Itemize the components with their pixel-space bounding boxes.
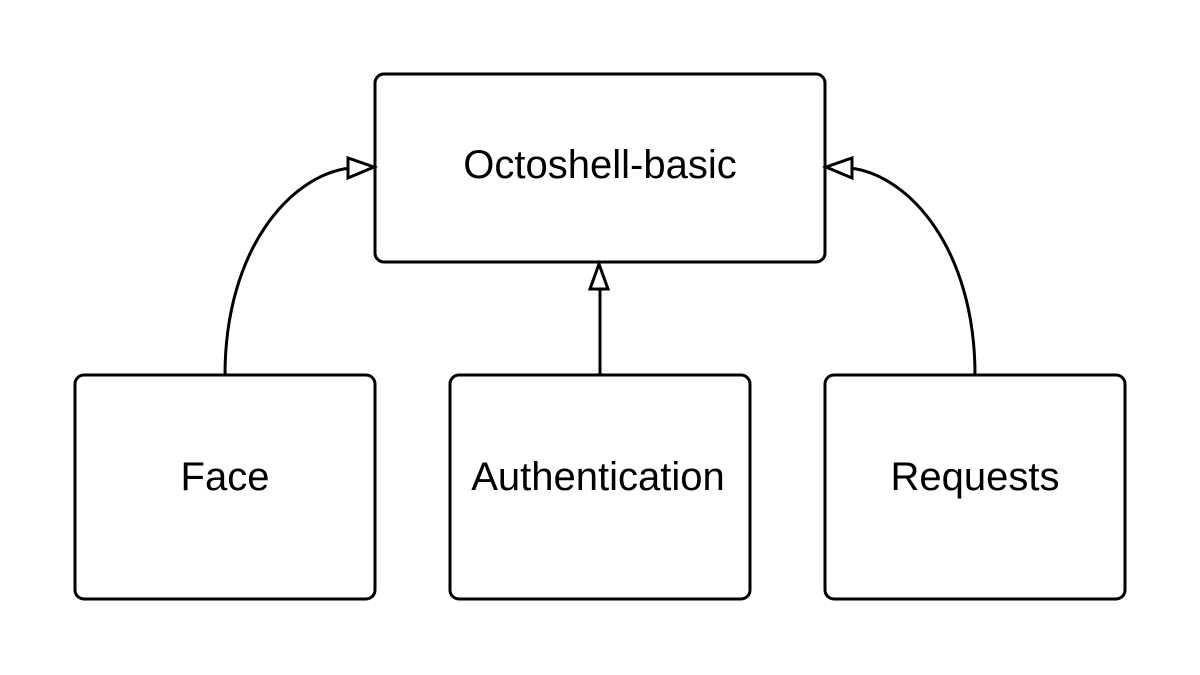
node-octoshell-basic-label: Octoshell-basic (463, 143, 736, 187)
arrowhead-requests-edge (821, 155, 854, 181)
edge-requests-to-octoshell-basic (849, 166, 977, 376)
node-requests: Requests (823, 373, 1127, 601)
node-octoshell-basic: Octoshell-basic (373, 72, 827, 264)
node-authentication-label: Authentication (471, 455, 725, 499)
arrowhead-face-edge (346, 155, 379, 181)
node-face: Face (73, 373, 377, 601)
edge-face-to-octoshell-basic (223, 166, 351, 376)
node-authentication: Authentication (448, 373, 752, 601)
node-requests-label: Requests (891, 455, 1060, 499)
node-face-label: Face (181, 455, 270, 499)
arrowhead-authentication-edge (587, 259, 611, 291)
